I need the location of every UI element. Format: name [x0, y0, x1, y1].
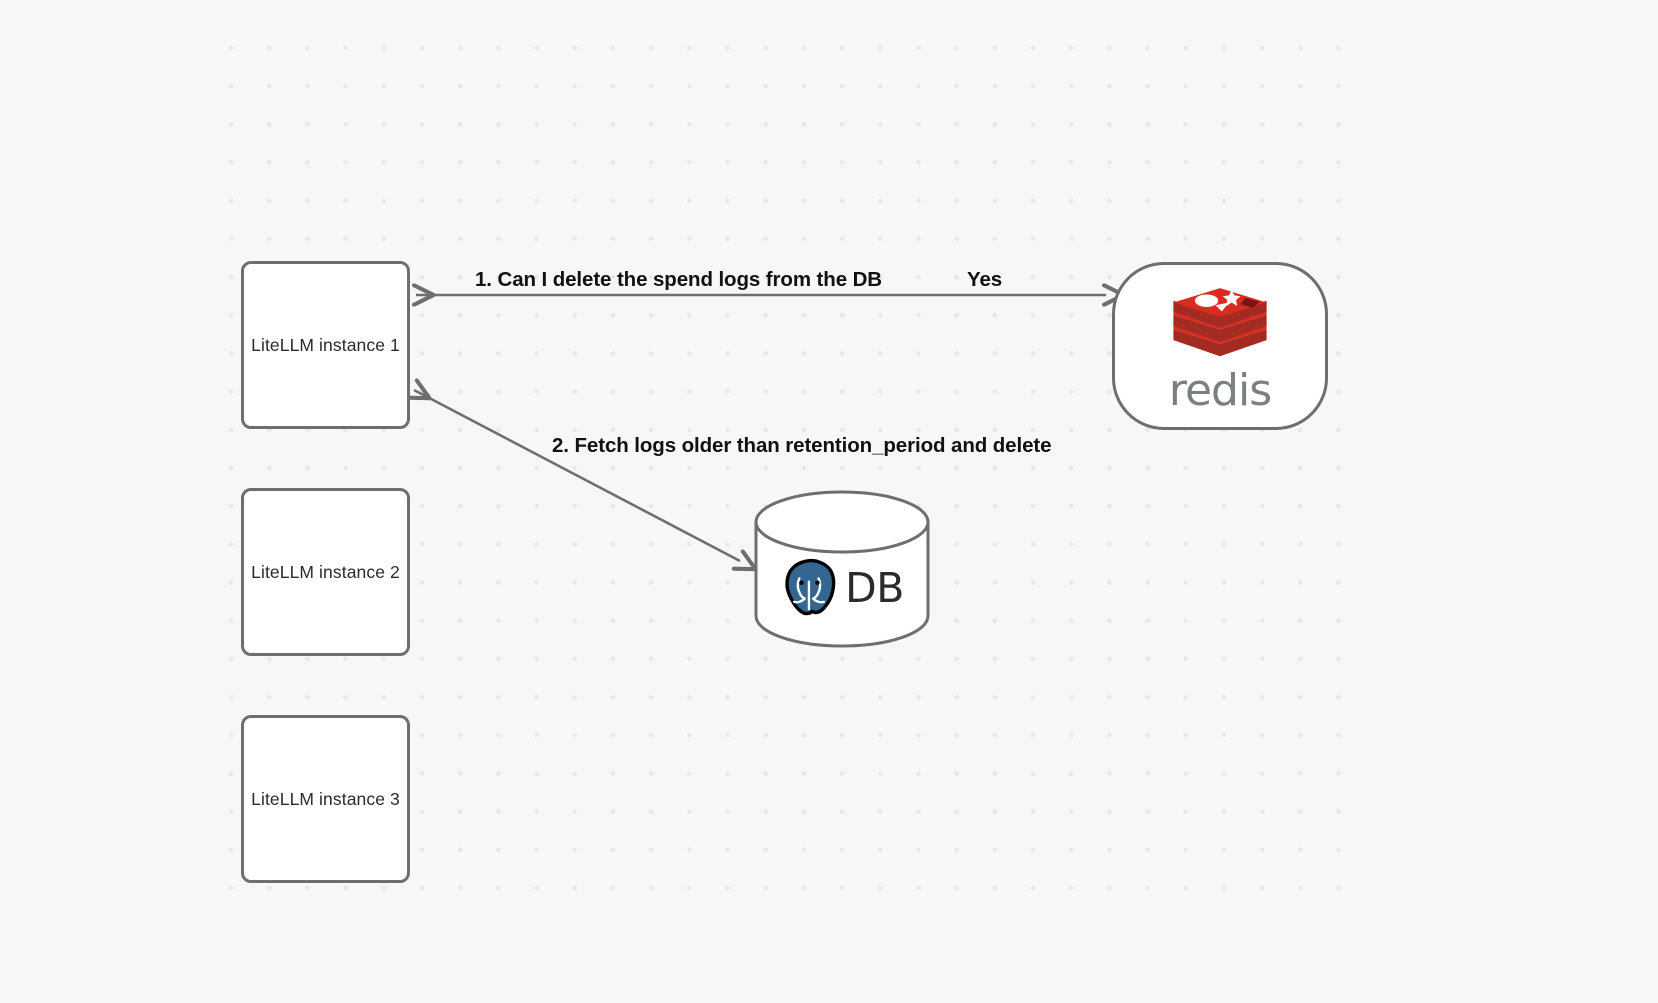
redis-logo: redis [1166, 281, 1274, 413]
edge-label-step-2: 2. Fetch logs older than retention_perio… [552, 434, 1052, 457]
redis-stack-icon [1173, 288, 1267, 357]
edge-label-step-1: 1. Can I delete the spend logs from the … [475, 268, 883, 291]
postgres-elephant-icon [785, 558, 836, 616]
edge-db-fetch-line [414, 390, 740, 561]
redis-wordmark: redis [1168, 365, 1272, 416]
node-redis[interactable]: redis [1112, 262, 1328, 430]
db-cylinder-shape [754, 490, 930, 648]
node-litellm-instance-2[interactable]: LiteLLM instance 2 [241, 488, 410, 656]
node-postgres-db[interactable]: DB [754, 490, 926, 650]
node-litellm-instance-3[interactable]: LiteLLM instance 3 [241, 715, 410, 883]
node-label: LiteLLM instance 2 [251, 561, 400, 582]
db-logo-row: DB [754, 552, 926, 624]
db-label: DB [845, 563, 904, 612]
node-label: LiteLLM instance 3 [251, 788, 400, 809]
node-litellm-instance-1[interactable]: LiteLLM instance 1 [241, 261, 410, 429]
node-label: LiteLLM instance 1 [251, 334, 400, 355]
edge-label-yes: Yes [967, 268, 1003, 291]
